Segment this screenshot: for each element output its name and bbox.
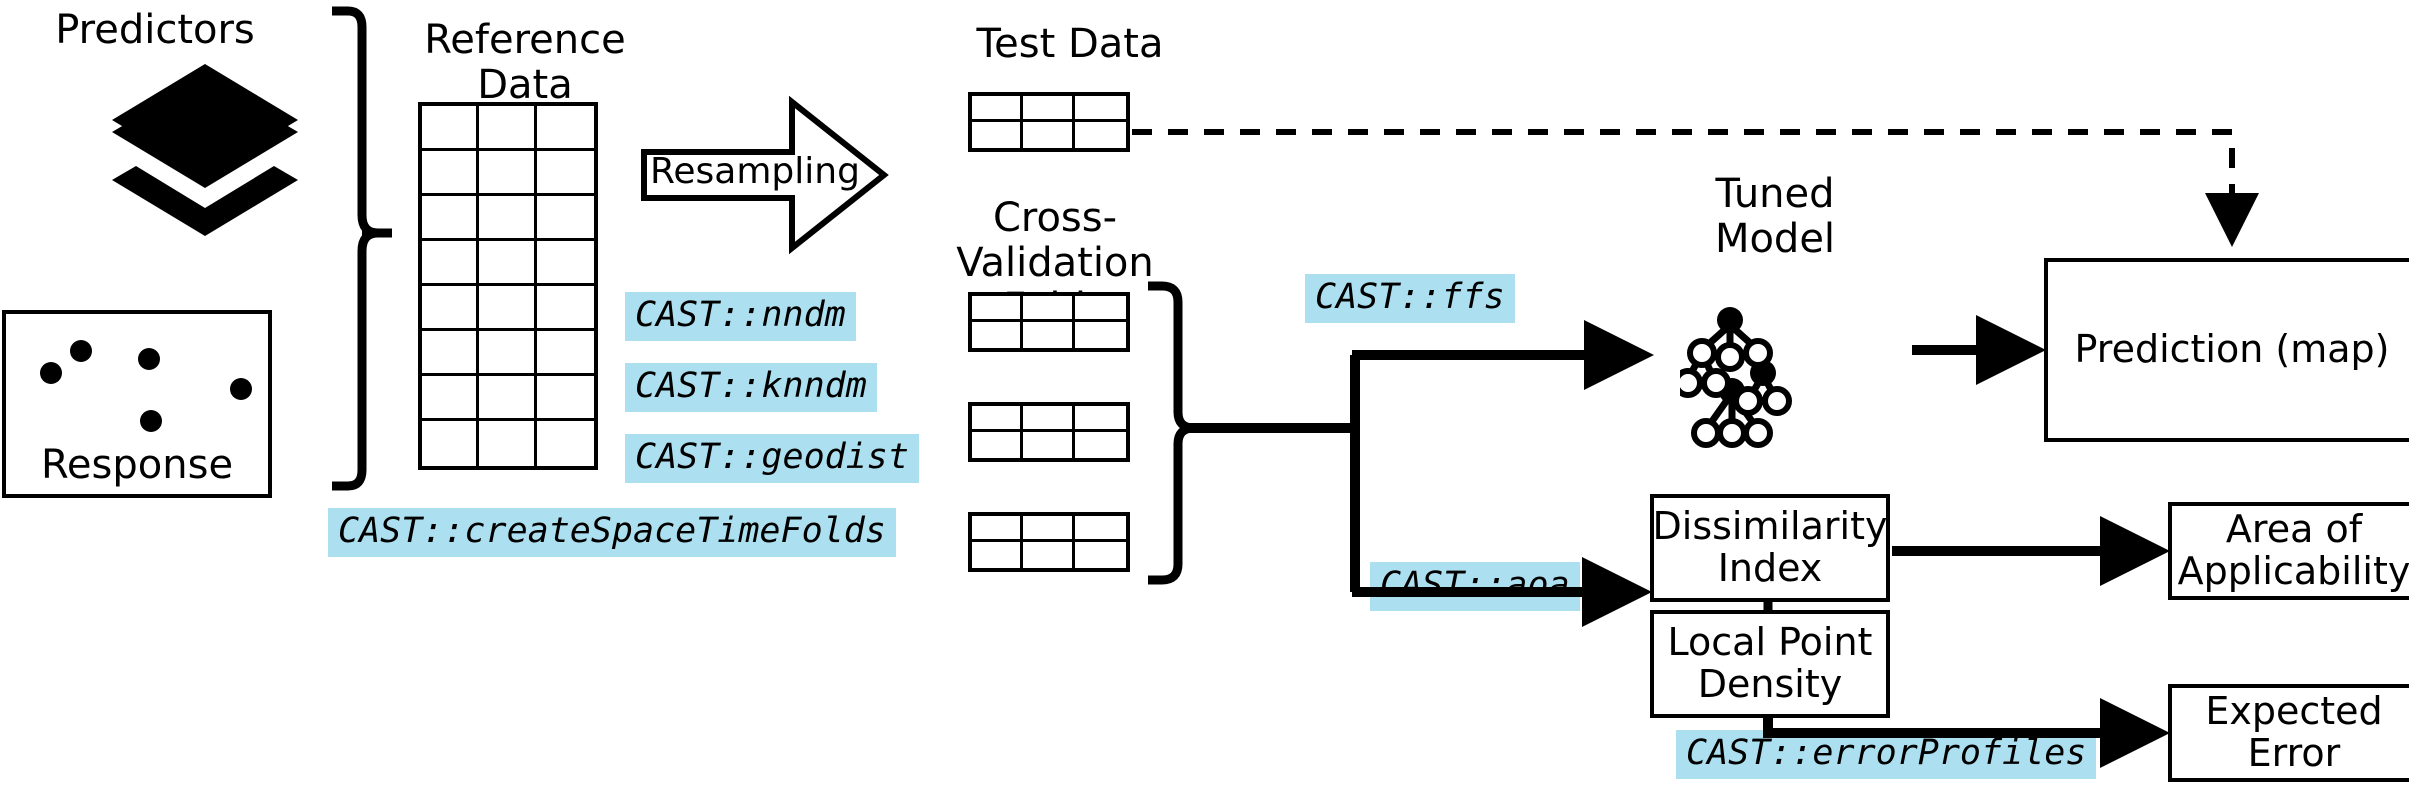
tuned-model-label: Tuned Model [1714,171,1836,262]
reference-data-label: Reference Data [424,17,626,108]
cast-function-errorProfiles[interactable]: CAST::errorProfiles [1676,730,2097,779]
cv-fold-table [968,292,1130,352]
reference-data-table [418,102,598,470]
cv-fold-table [968,402,1130,462]
resampling-arrow [640,90,890,260]
response-box: Response [2,310,272,498]
fold-split-bus [1186,355,1360,592]
cast-function-ffs[interactable]: CAST::ffs [1305,274,1515,323]
area-of-applicability-box: Area of Applicability [2168,502,2409,600]
expected-error-box: Expected Error [2168,684,2409,782]
test-data-label: Test Data [976,21,1164,67]
test-data-table [968,92,1130,152]
response-point [140,410,162,432]
input-brace [332,6,392,491]
cast-function-aoa[interactable]: CAST::aoa [1370,562,1580,611]
response-point [40,362,62,384]
predictors-label: Predictors [55,7,255,53]
cast-function-nndm[interactable]: CAST::nndm [625,292,856,341]
layers-icon [110,62,300,237]
prediction-map-box: Prediction (map) [2044,258,2409,442]
cast-function-geodist[interactable]: CAST::geodist [625,434,919,483]
decision-tree-icon [1673,275,1885,465]
cv-fold-table [968,512,1130,572]
cast-function-createSpaceTimeFolds[interactable]: CAST::createSpaceTimeFolds [328,508,896,557]
local-point-density-box: Local Point Density [1650,610,1890,718]
response-label: Response [40,442,234,489]
response-point [138,348,160,370]
response-point [70,340,92,362]
dissimilarity-index-box: Dissimilarity Index [1650,494,1890,602]
resampling-label: Resampling [650,151,860,192]
response-point [230,378,252,400]
cast-function-knndm[interactable]: CAST::knndm [625,363,877,412]
